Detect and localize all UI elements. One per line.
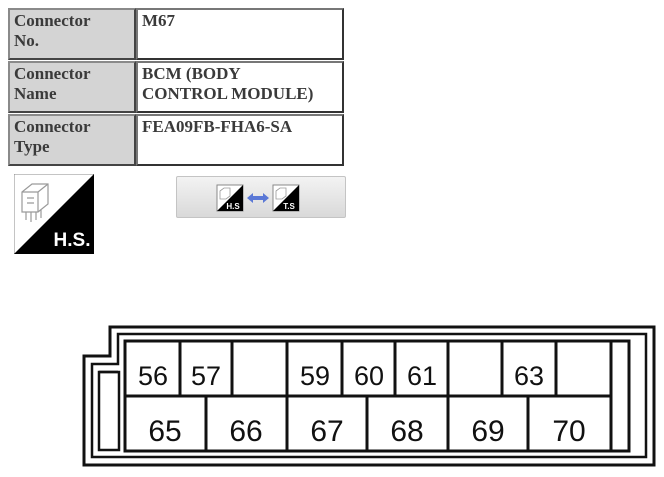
connector-name-value: BCM (BODY CONTROL MODULE): [136, 61, 344, 113]
connector-type-label: Connector Type: [8, 114, 136, 166]
pin-69: 69: [471, 415, 504, 448]
value-line: CONTROL MODULE): [142, 84, 314, 103]
pin-63: 63: [514, 361, 544, 391]
pin-66: 66: [229, 415, 262, 448]
label-line: Connector: [14, 117, 91, 136]
label-line: Connector: [14, 64, 91, 83]
pin-59: 59: [300, 361, 330, 391]
pin-field: [123, 339, 613, 453]
right-lock-bar: [609, 339, 631, 453]
ts-mini-icon: [272, 184, 300, 212]
pin-60: 60: [354, 361, 384, 391]
badge-text: H.S.: [54, 230, 91, 251]
top-row-dividers: [178, 341, 558, 396]
label-line: Name: [14, 84, 57, 103]
value-line: FEA09FB-FHA6-SA: [142, 117, 293, 136]
pin-70: 70: [552, 415, 585, 448]
double-arrow-icon: [247, 193, 269, 203]
hs-ts-toggle-button[interactable]: H.S T.S: [176, 176, 346, 218]
harness-side-connector-icon: [21, 183, 49, 222]
bottom-row-dividers: [204, 396, 530, 451]
connector-no-label: Connector No.: [8, 8, 136, 60]
left-lock-tab: [97, 370, 121, 452]
pin-61: 61: [407, 361, 437, 391]
pin-65: 65: [148, 415, 181, 448]
pin-56: 56: [138, 361, 168, 391]
value-line: BCM (BODY: [142, 64, 241, 83]
label-line: No.: [14, 31, 40, 50]
ts-mini-label: T.S: [283, 202, 295, 211]
label-line: Type: [14, 137, 50, 156]
pin-68: 68: [390, 415, 423, 448]
connector-type-value: FEA09FB-FHA6-SA: [136, 114, 344, 166]
harness-side-badge: H.S.: [14, 174, 94, 254]
connector-housing-outer: [82, 325, 656, 467]
connector-no-value: M67: [136, 8, 344, 60]
hs-mini-label: H.S: [226, 202, 240, 211]
pin-57: 57: [191, 361, 221, 391]
value-line: M67: [142, 11, 176, 30]
label-line: Connector: [14, 11, 91, 30]
hs-mini-icon: [216, 184, 244, 212]
connector-name-label: Connector Name: [8, 61, 136, 113]
connector-housing-inner: [90, 332, 648, 459]
pin-67: 67: [310, 415, 343, 448]
